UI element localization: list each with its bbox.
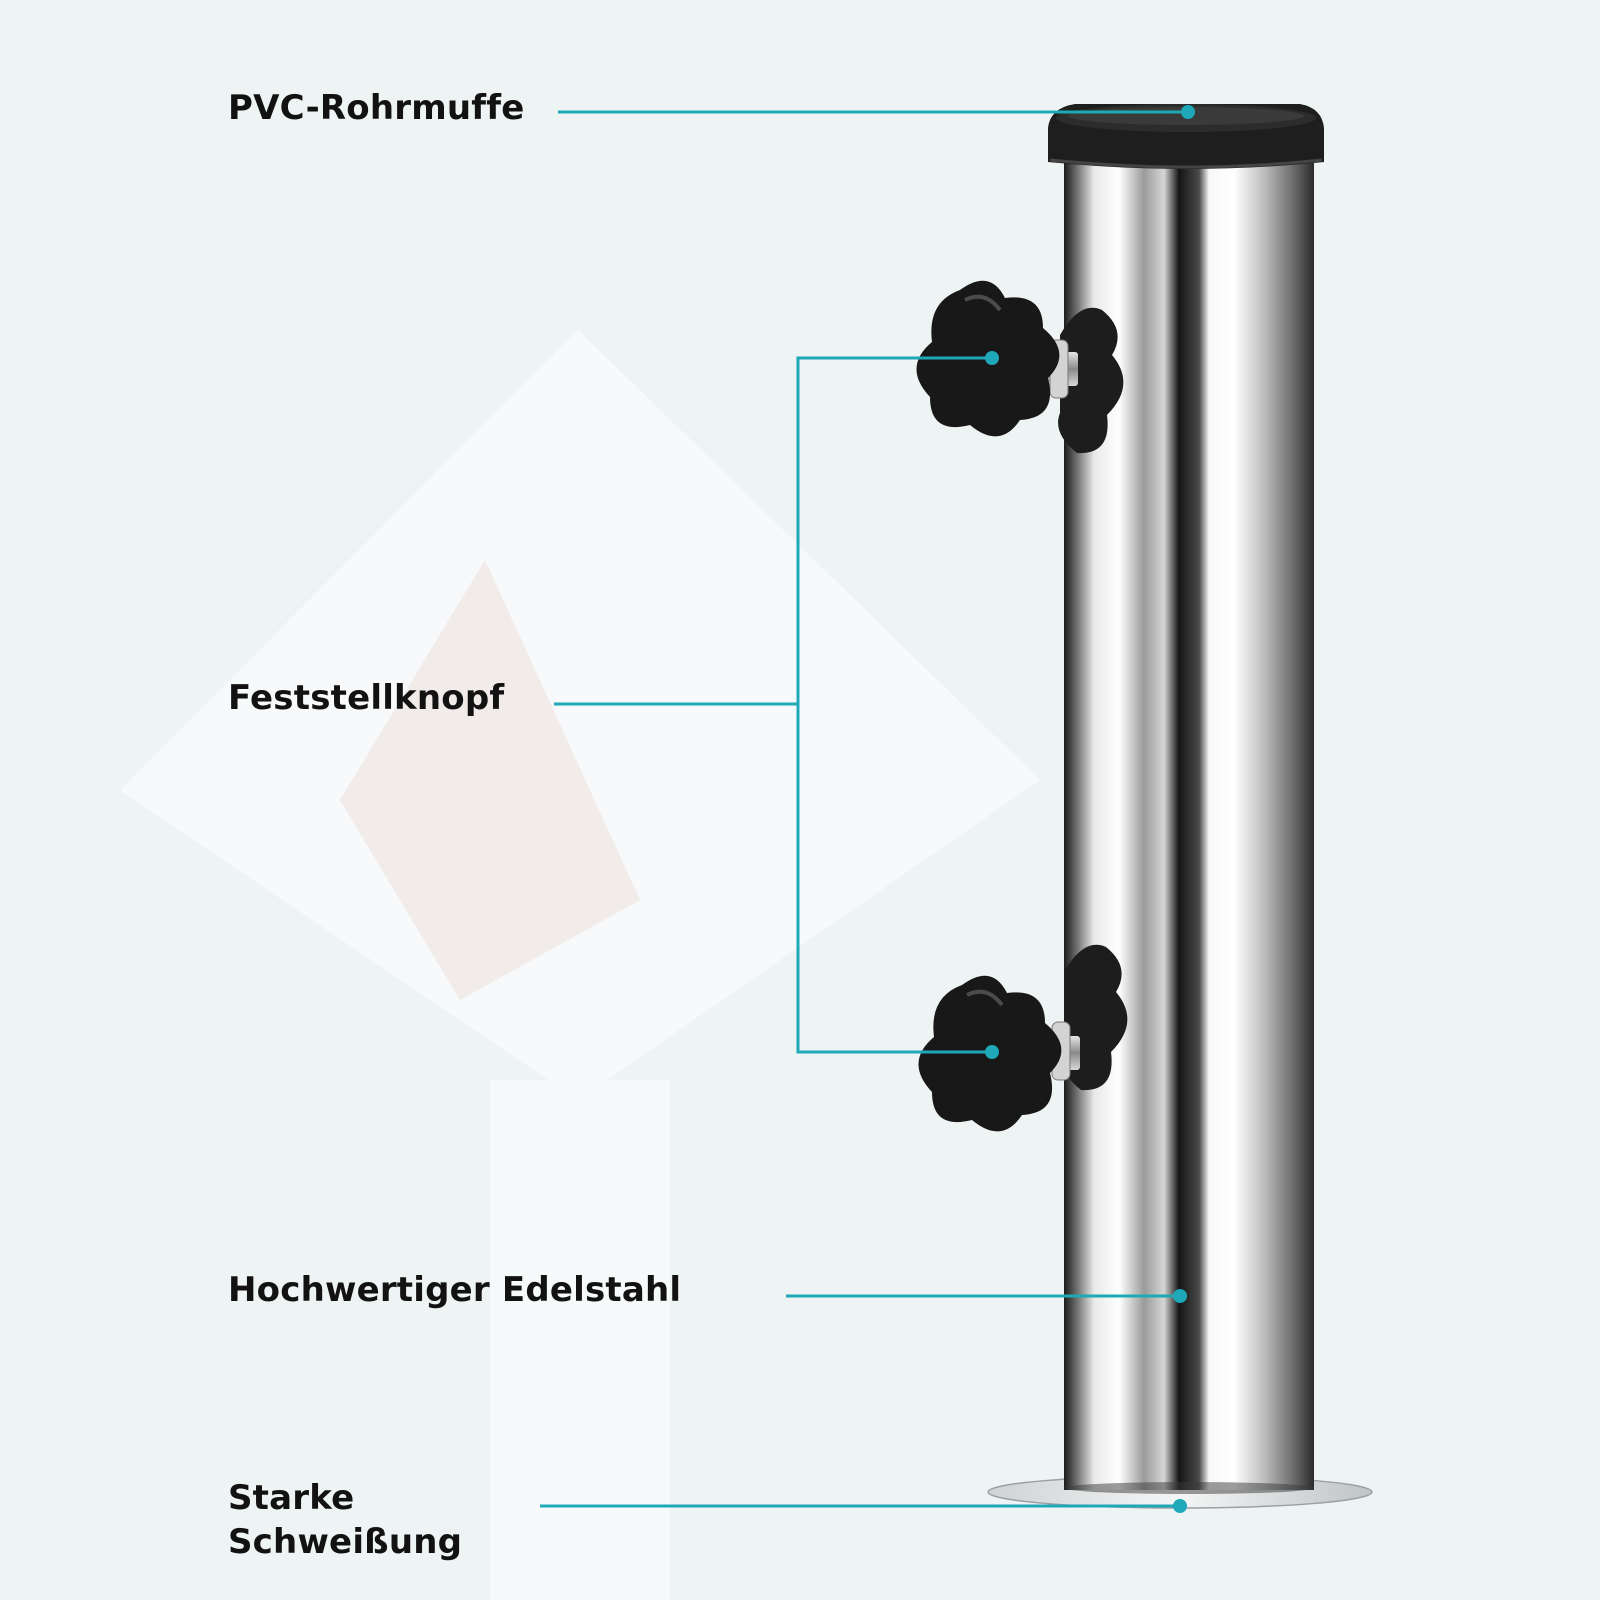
callout-dots bbox=[985, 105, 1195, 1513]
background-umbrella bbox=[120, 330, 1040, 1600]
label-welding-line1: Starke bbox=[228, 1478, 355, 1518]
star-knob-icon-top bbox=[916, 280, 1124, 454]
callout-dot-steel bbox=[1173, 1289, 1187, 1303]
label-welding: Starke Schweißung bbox=[228, 1476, 462, 1564]
callout-lines bbox=[540, 110, 1188, 1508]
label-pvc-sleeve: PVC-Rohrmuffe bbox=[228, 88, 525, 128]
label-welding-line2: Schweißung bbox=[228, 1522, 463, 1562]
callout-dot-pvc bbox=[1181, 105, 1195, 119]
callout-dot-knob-top bbox=[985, 351, 999, 365]
callout-bracket-knob bbox=[796, 356, 992, 1054]
label-locking-knob: Feststellknopf bbox=[228, 678, 505, 718]
label-stainless-steel: Hochwertiger Edelstahl bbox=[228, 1270, 682, 1310]
callout-dot-weld bbox=[1173, 1499, 1187, 1513]
callout-dot-knob-bottom bbox=[985, 1045, 999, 1059]
